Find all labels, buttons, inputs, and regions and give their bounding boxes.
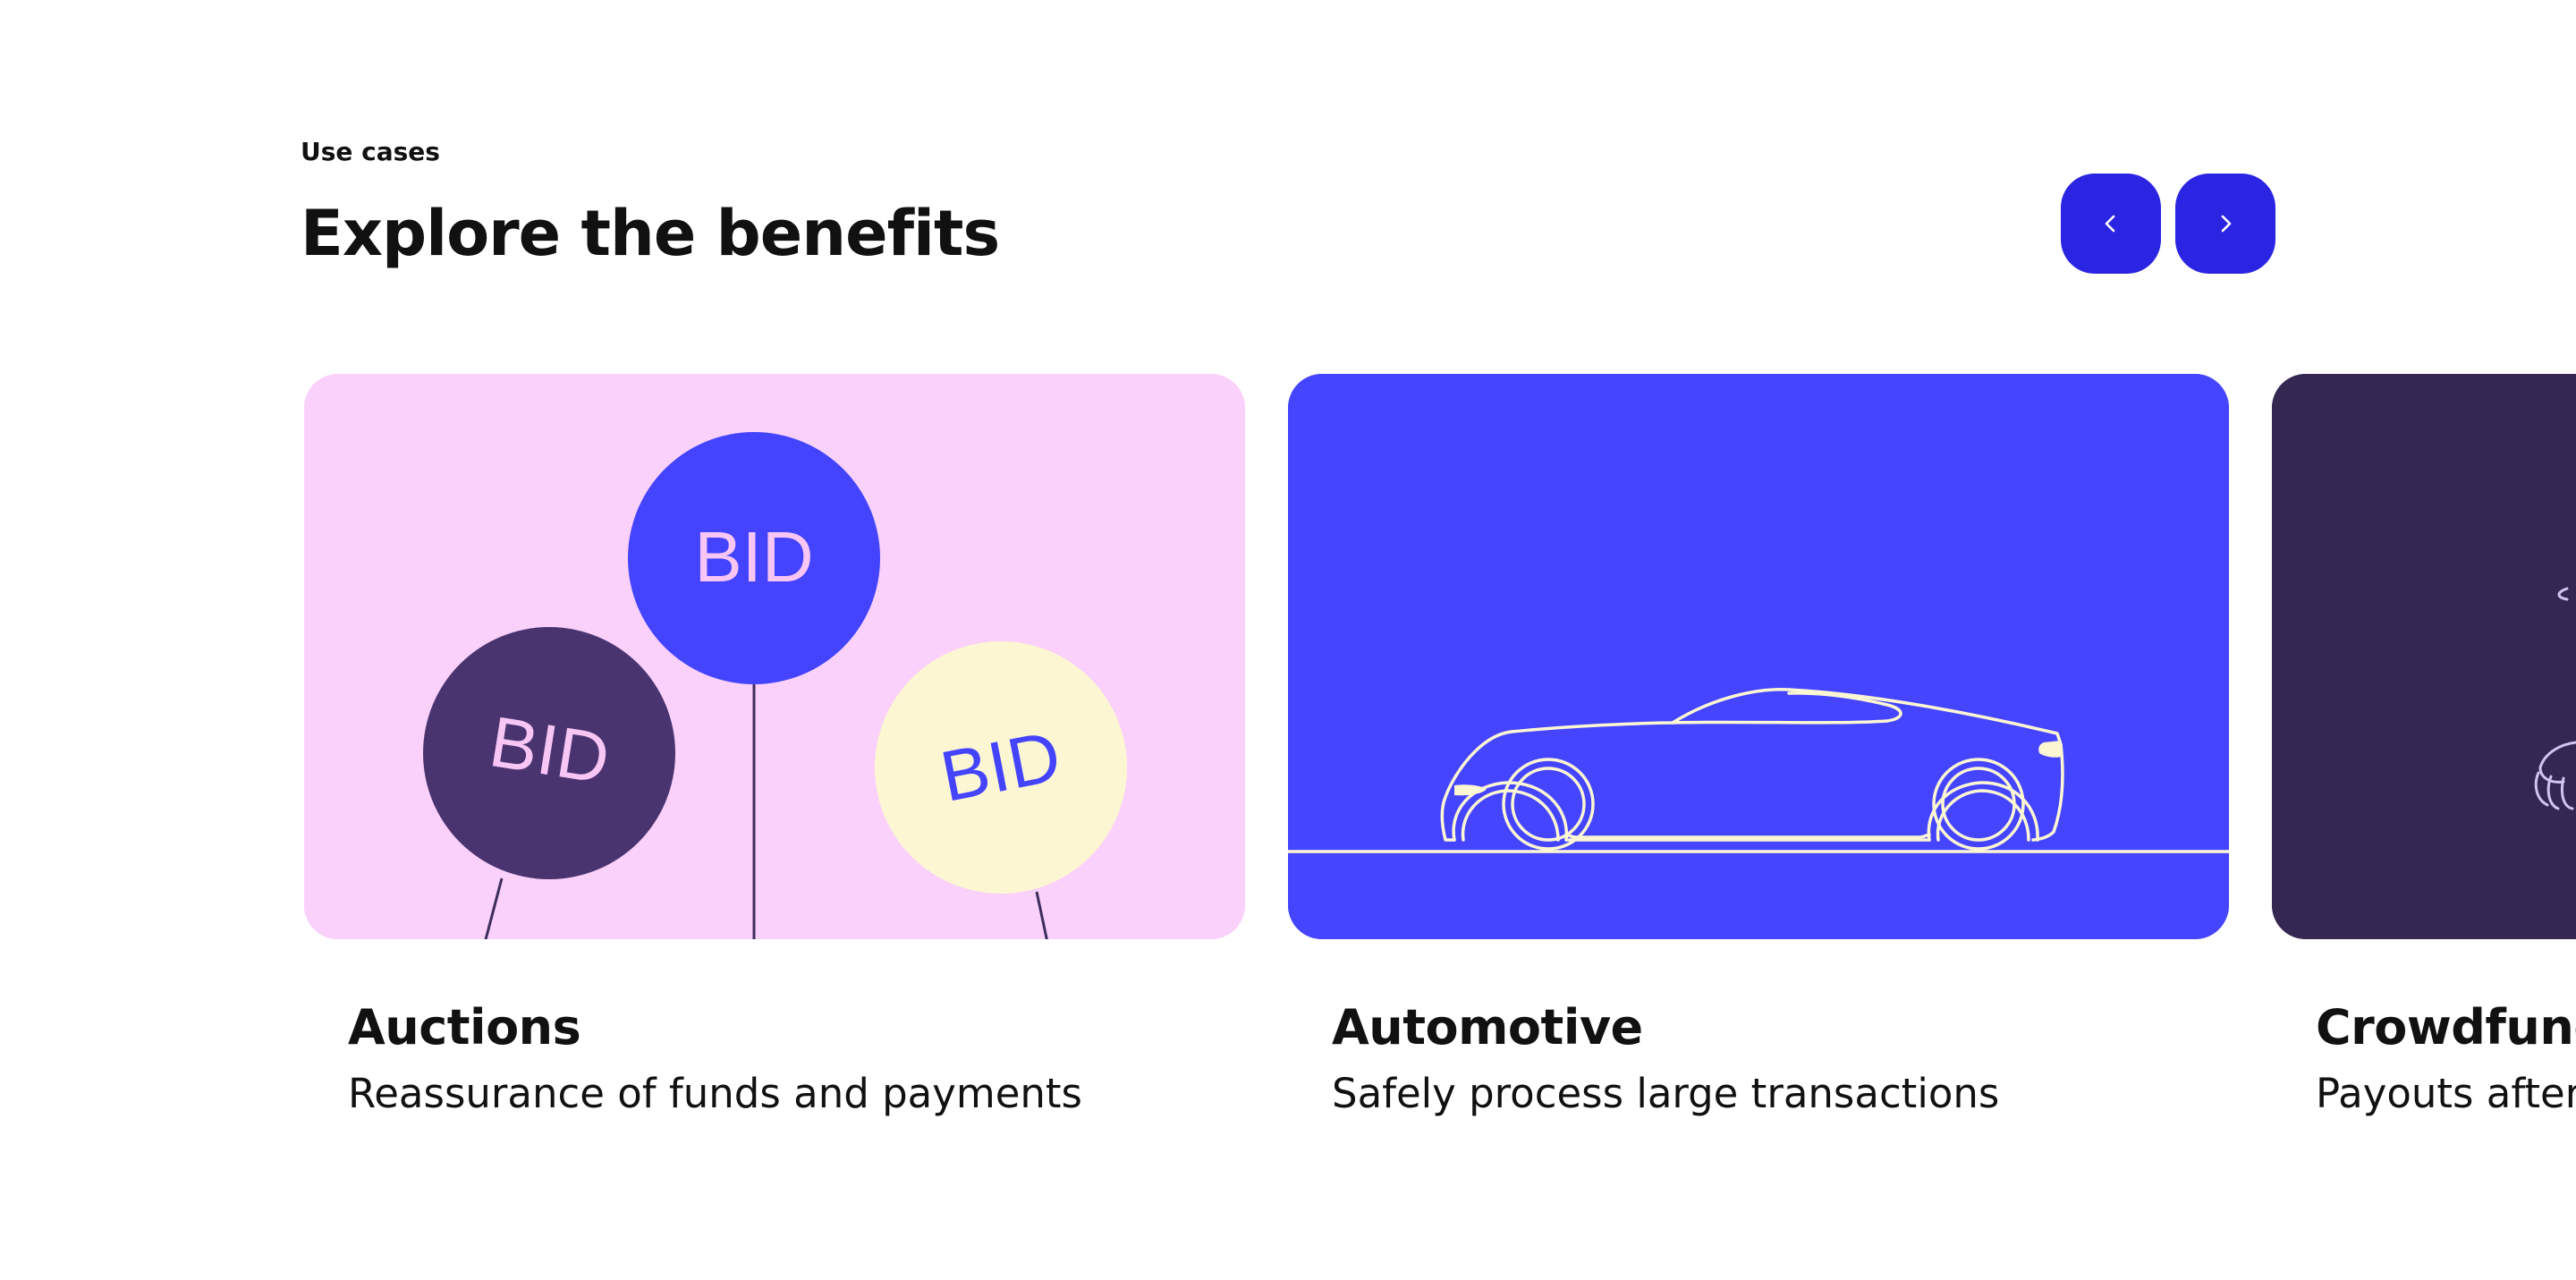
section-eyebrow: Use cases <box>301 137 440 166</box>
balloon-center: BID <box>628 432 880 684</box>
card-crowdfunding-title: Crowdfunding <box>2316 999 2576 1055</box>
balloon-right: BID <box>875 641 1127 894</box>
card-auctions[interactable]: BID BID BID <box>304 374 1245 939</box>
crowdfunding-illustration <box>2272 374 2576 939</box>
section-title: Explore the benefits <box>301 197 1000 270</box>
card-automotive[interactable] <box>1288 374 2229 939</box>
chevron-left-icon <box>2105 215 2115 233</box>
card-crowdfunding-description: Payouts after a successful campaign <box>2316 1070 2576 1117</box>
balloon-center-label: BID <box>694 517 813 597</box>
chevron-right-icon <box>2221 215 2232 233</box>
carousel-next-button[interactable] <box>2175 174 2275 274</box>
car-illustration <box>1288 374 2229 939</box>
card-crowdfunding[interactable] <box>2272 374 2576 939</box>
card-automotive-description: Safely process large transactions <box>1332 1070 2000 1117</box>
carousel-prev-button[interactable] <box>2061 174 2161 274</box>
card-auctions-description: Reassurance of funds and payments <box>348 1070 1082 1117</box>
balloon-left-label: BID <box>485 701 615 799</box>
card-auctions-title: Auctions <box>348 999 581 1055</box>
balloon-left: BID <box>423 627 675 879</box>
auction-balloons-illustration: BID BID BID <box>304 374 1245 939</box>
card-automotive-title: Automotive <box>1332 999 1643 1055</box>
